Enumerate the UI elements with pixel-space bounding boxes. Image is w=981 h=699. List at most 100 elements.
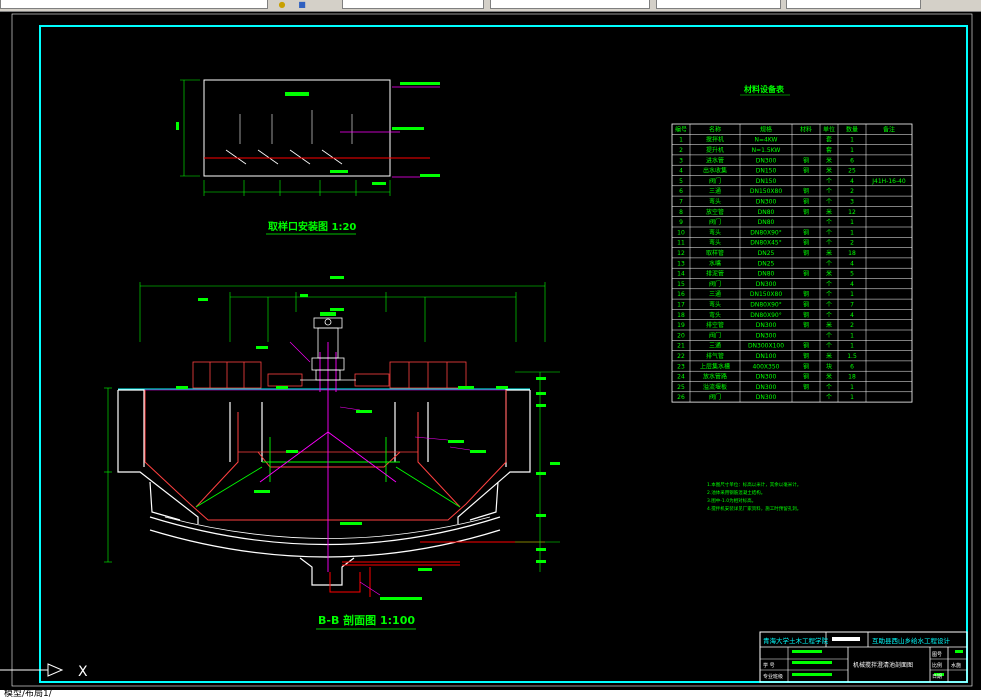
table-cell: 11: [677, 240, 685, 247]
table-cell: 1: [850, 394, 854, 401]
table-cell: 6: [850, 157, 854, 164]
table-cell: 1: [850, 229, 854, 236]
table-cell: 弯头: [709, 228, 721, 236]
table-cell: 3: [679, 157, 683, 164]
table-cell: 三通: [709, 290, 721, 298]
table-cell: 400X350: [752, 363, 779, 370]
material-table: [671, 123, 913, 403]
table-cell: 弯头: [709, 301, 721, 309]
table-cell: 个: [826, 291, 832, 298]
table-cell: 2: [850, 240, 854, 247]
sheet-border: [11, 13, 973, 687]
table-header-cell: 单位: [823, 125, 835, 133]
table-cell: 个: [826, 199, 832, 206]
table-cell: 6: [679, 188, 683, 195]
table-cell: DN300: [756, 199, 777, 206]
table-cell: 钢: [803, 198, 809, 206]
clarifier-section: [104, 276, 560, 600]
drawing-frame: [39, 25, 968, 683]
table-cell: 个: [826, 260, 832, 267]
table-cell: 排气管: [706, 352, 724, 360]
table-cell: DN150X80: [750, 291, 782, 298]
table-cell: 16: [677, 291, 685, 298]
table-cell: 钢: [803, 270, 809, 278]
model-layout-tab-label[interactable]: 模型/布局1/: [4, 690, 52, 699]
table-cell: 个: [826, 219, 832, 226]
table-cell: 3: [850, 199, 854, 206]
table-cell: 阀门: [709, 177, 721, 185]
table-cell: 阀门: [709, 280, 721, 288]
table-cell: DN80: [758, 209, 775, 216]
table-cell: DN80X90°: [750, 312, 782, 319]
table-cell: DN150: [756, 168, 777, 175]
ucs-x-label: X: [78, 664, 88, 680]
material-table-title: 材料设备表: [744, 84, 785, 94]
table-cell: 钢: [803, 342, 809, 350]
table-cell: 5: [679, 178, 683, 185]
table-cell: 19: [677, 322, 685, 329]
table-cell: 放水管路: [703, 373, 727, 381]
table-cell: DN300: [756, 384, 777, 391]
table-cell: 10: [677, 229, 685, 236]
table-cell: 个: [826, 343, 832, 350]
table-cell: 进水管: [706, 156, 724, 164]
table-header-cell: 编号: [675, 125, 687, 133]
table-cell: 1: [850, 384, 854, 391]
table-cell: 钢: [803, 301, 809, 309]
table-cell: 弯头: [709, 198, 721, 206]
table-cell: 钢: [803, 156, 809, 164]
table-cell: 12: [677, 250, 685, 257]
table-cell: 4: [850, 260, 854, 267]
table-cell: 三通: [709, 187, 721, 195]
tb-right-label: 图号: [932, 652, 942, 658]
toolbar-field-linetype[interactable]: [656, 0, 781, 9]
toolbar-field-layer[interactable]: [342, 0, 484, 9]
table-cell: 4: [850, 178, 854, 185]
table-cell: 2: [850, 188, 854, 195]
table-cell: 个: [826, 240, 832, 247]
toolbar-field-lineweight[interactable]: [786, 0, 921, 9]
table-cell: 套: [826, 136, 832, 144]
toolbar-lightbulb-icon[interactable]: ●: [278, 0, 286, 9]
table-cell: 弯头: [709, 311, 721, 319]
tb-right-label: 日期: [932, 674, 942, 680]
toolbar-layer-icon[interactable]: ■: [298, 0, 306, 9]
table-cell: 弯头: [709, 239, 721, 247]
table-cell: 8: [679, 209, 683, 216]
table-cell: 个: [826, 394, 832, 401]
table-cell: 4: [679, 168, 683, 175]
table-cell: 4: [850, 281, 854, 288]
table-cell: 钢: [803, 352, 809, 360]
table-cell: DN25: [758, 250, 775, 257]
table-cell: 12: [848, 209, 856, 216]
table-cell: 7: [679, 199, 683, 206]
table-cell: 个: [826, 281, 832, 288]
toolbar-field-workspace[interactable]: [0, 0, 268, 9]
table-cell: 7: [850, 302, 854, 309]
table-cell: 米: [826, 249, 832, 257]
layout-tabs[interactable]: 模型/布局1/: [0, 690, 981, 699]
table-cell: 放空管: [706, 208, 724, 216]
table-cell: 钢: [803, 383, 809, 391]
cad-drawing-area[interactable]: 取样口安装图 1:20: [0, 12, 981, 690]
table-cell: N=4KW: [755, 137, 778, 144]
table-cell: 25: [848, 168, 856, 175]
table-cell: 水嘴: [709, 259, 721, 267]
ucs-icon: X: [0, 663, 88, 680]
table-cell: 阀门: [709, 331, 721, 339]
table-cell: 2: [850, 322, 854, 329]
table-cell: 钢: [803, 228, 809, 236]
tb-left-label: 学 号: [763, 662, 775, 669]
table-cell: 钢: [803, 362, 809, 370]
table-cell: 1: [850, 343, 854, 350]
table-cell: 1: [850, 219, 854, 226]
section-caption: B-B 剖面图 1:100: [318, 613, 415, 627]
toolbar-field-color[interactable]: [490, 0, 650, 9]
table-cell: 18: [848, 250, 856, 257]
table-cell: DN300: [756, 332, 777, 339]
table-cell: DN80X45°: [750, 240, 782, 247]
table-cell: DN300: [756, 374, 777, 381]
table-cell: 5: [850, 271, 854, 278]
drawing-name: 机械搅拌澄清池剖面图: [853, 661, 913, 669]
table-cell: 米: [826, 373, 832, 381]
